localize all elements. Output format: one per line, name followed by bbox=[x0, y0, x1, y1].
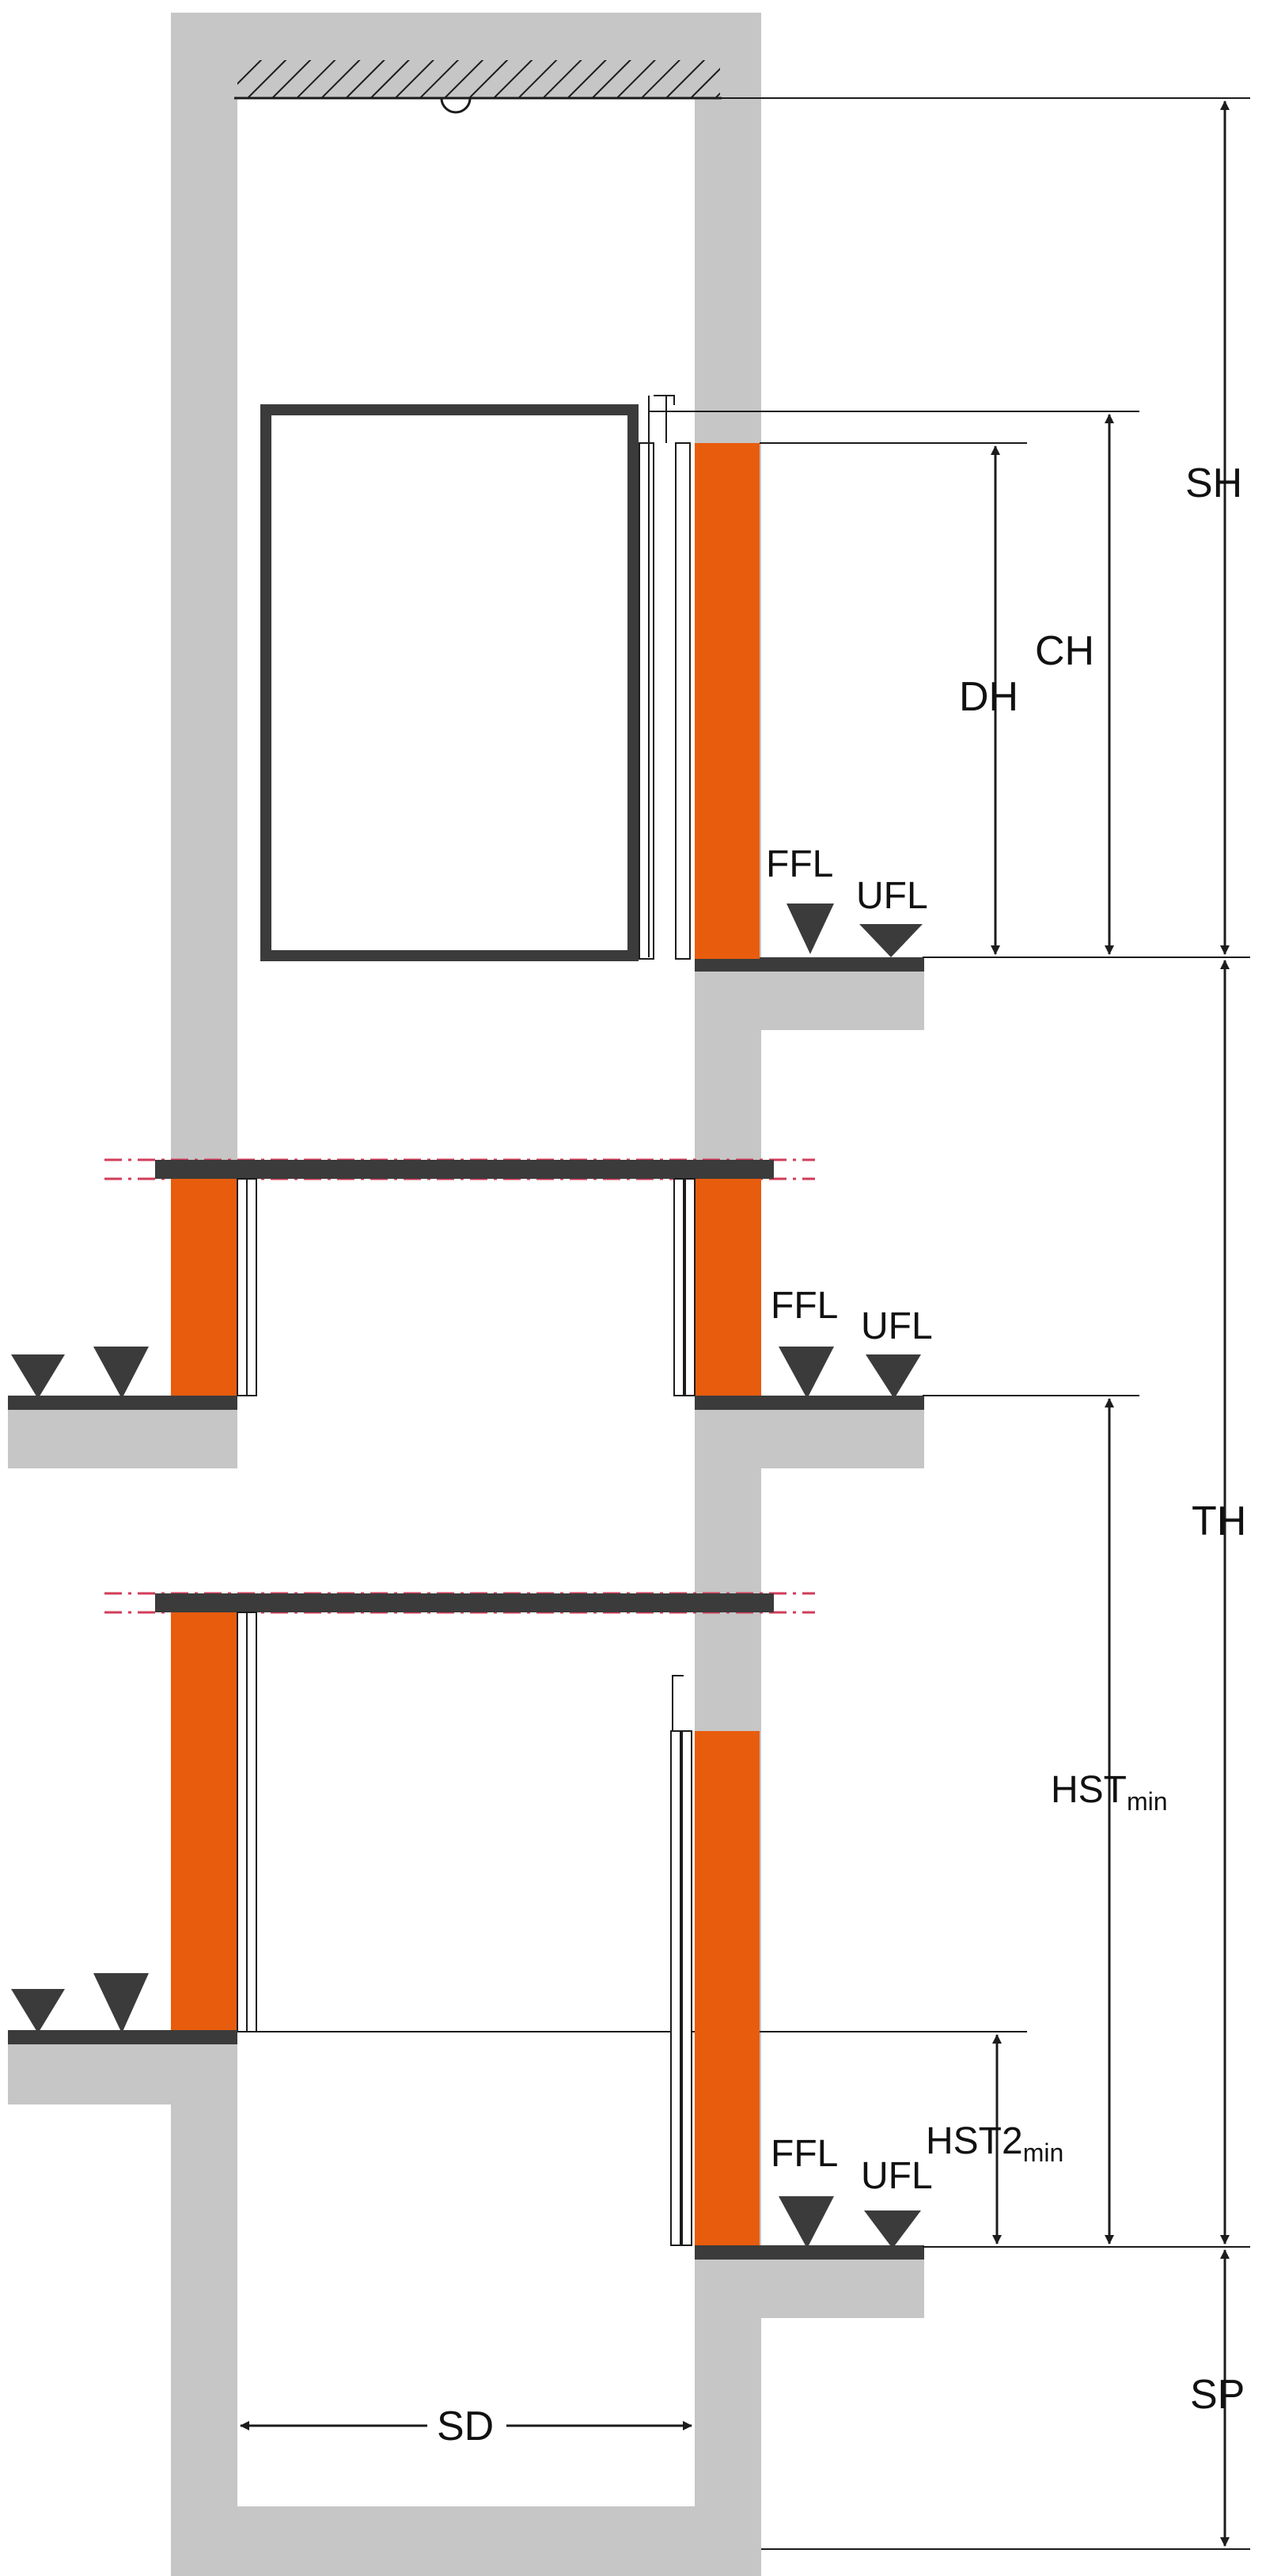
middle-left-floor bbox=[8, 1396, 237, 1410]
bottom-right-floor bbox=[695, 2245, 924, 2260]
lower-left-door bbox=[171, 1612, 237, 2032]
left-marker-icon-3 bbox=[11, 1989, 65, 2033]
shaft-left-wall-upper bbox=[171, 13, 237, 1169]
middle-left-slab bbox=[8, 1402, 237, 1468]
top-door-panel-2 bbox=[675, 442, 691, 960]
ceiling-hatch bbox=[237, 60, 720, 98]
bottom-landing: FFL UFL bbox=[670, 1675, 933, 2318]
shaft-ceiling bbox=[234, 60, 722, 114]
left-marker-icon-1 bbox=[11, 1354, 65, 1399]
lifting-hook-icon bbox=[440, 97, 472, 114]
hst2-label: HST2min bbox=[926, 2120, 1063, 2167]
middle-right-floor bbox=[695, 1396, 924, 1410]
left-marker-icon-2 bbox=[93, 1347, 149, 1399]
lower-left-floor bbox=[8, 2030, 237, 2044]
middle-landing: FFL UFL bbox=[8, 1158, 933, 1468]
ffl-marker-icon bbox=[779, 1347, 834, 1399]
middle-right-door bbox=[695, 1179, 761, 1396]
bottom-door-panel-2 bbox=[681, 1730, 692, 2246]
lower-left-slab bbox=[8, 2036, 237, 2104]
middle-floor-slab-beam bbox=[155, 1160, 774, 1179]
middle-left-door-panel-2 bbox=[246, 1178, 257, 1396]
bottom-door-bracket bbox=[672, 1675, 684, 1731]
middle-left-door bbox=[171, 1179, 237, 1396]
ffl-label-middle: FFL bbox=[771, 1285, 838, 1327]
hst-label: HSTmin bbox=[1051, 1769, 1168, 1816]
middle-right-door-panel bbox=[673, 1178, 684, 1396]
top-landing-door bbox=[695, 443, 760, 959]
top-landing: FFL UFL bbox=[260, 395, 1139, 1030]
middle-left-door-panel bbox=[237, 1178, 248, 1396]
shaft-bottom-wall bbox=[171, 2506, 761, 2576]
sh-label: SH bbox=[1185, 460, 1242, 506]
hst-label-sub: min bbox=[1127, 1787, 1168, 1816]
bottom-door-panel-1 bbox=[670, 1730, 681, 2246]
ffl-marker-icon bbox=[787, 903, 834, 954]
th-label: TH bbox=[1192, 1498, 1246, 1544]
ufl-marker-icon bbox=[866, 1354, 921, 1399]
lower-floor-slab-beam bbox=[155, 1593, 774, 1612]
dh-label: DH bbox=[959, 674, 1018, 720]
lower-left-door-panel-2 bbox=[246, 1612, 257, 2032]
sd-label: SD bbox=[437, 2404, 494, 2449]
middle-right-door-panel-2 bbox=[684, 1178, 696, 1396]
dimensions: SH CH DH TH HSTmin HST2min SP SD bbox=[240, 97, 1250, 2550]
ufl-marker-icon bbox=[864, 2210, 921, 2248]
ufl-label-bottom: UFL bbox=[861, 2155, 933, 2197]
ffl-label-top: FFL bbox=[766, 843, 833, 885]
ufl-label-top: UFL bbox=[856, 875, 928, 917]
hst2-label-main: HST2 bbox=[926, 2120, 1023, 2162]
sd-label-bg bbox=[427, 2402, 506, 2446]
car-body bbox=[260, 404, 639, 961]
top-door-panel-1 bbox=[639, 442, 654, 960]
hst2-label-sub: min bbox=[1023, 2138, 1064, 2167]
sp-label: SP bbox=[1190, 2372, 1245, 2418]
bottom-right-door bbox=[695, 1731, 760, 2245]
ffl-marker-icon bbox=[779, 2196, 834, 2248]
ufl-label-middle: UFL bbox=[861, 1305, 933, 1347]
shaft-left-wall-lower bbox=[171, 2104, 237, 2576]
ffl-label-bottom: FFL bbox=[771, 2133, 838, 2175]
ch-label: CH bbox=[1035, 628, 1094, 674]
middle-right-slab bbox=[695, 1402, 924, 1468]
top-landing-floor bbox=[695, 957, 924, 972]
left-marker-icon-4 bbox=[93, 1973, 149, 2033]
lower-landing bbox=[8, 1592, 1027, 2104]
bottom-right-slab bbox=[695, 2252, 924, 2318]
ufl-marker-icon bbox=[859, 924, 923, 957]
hst-label-main: HST bbox=[1051, 1769, 1127, 1811]
lower-left-door-panel bbox=[237, 1612, 248, 2032]
